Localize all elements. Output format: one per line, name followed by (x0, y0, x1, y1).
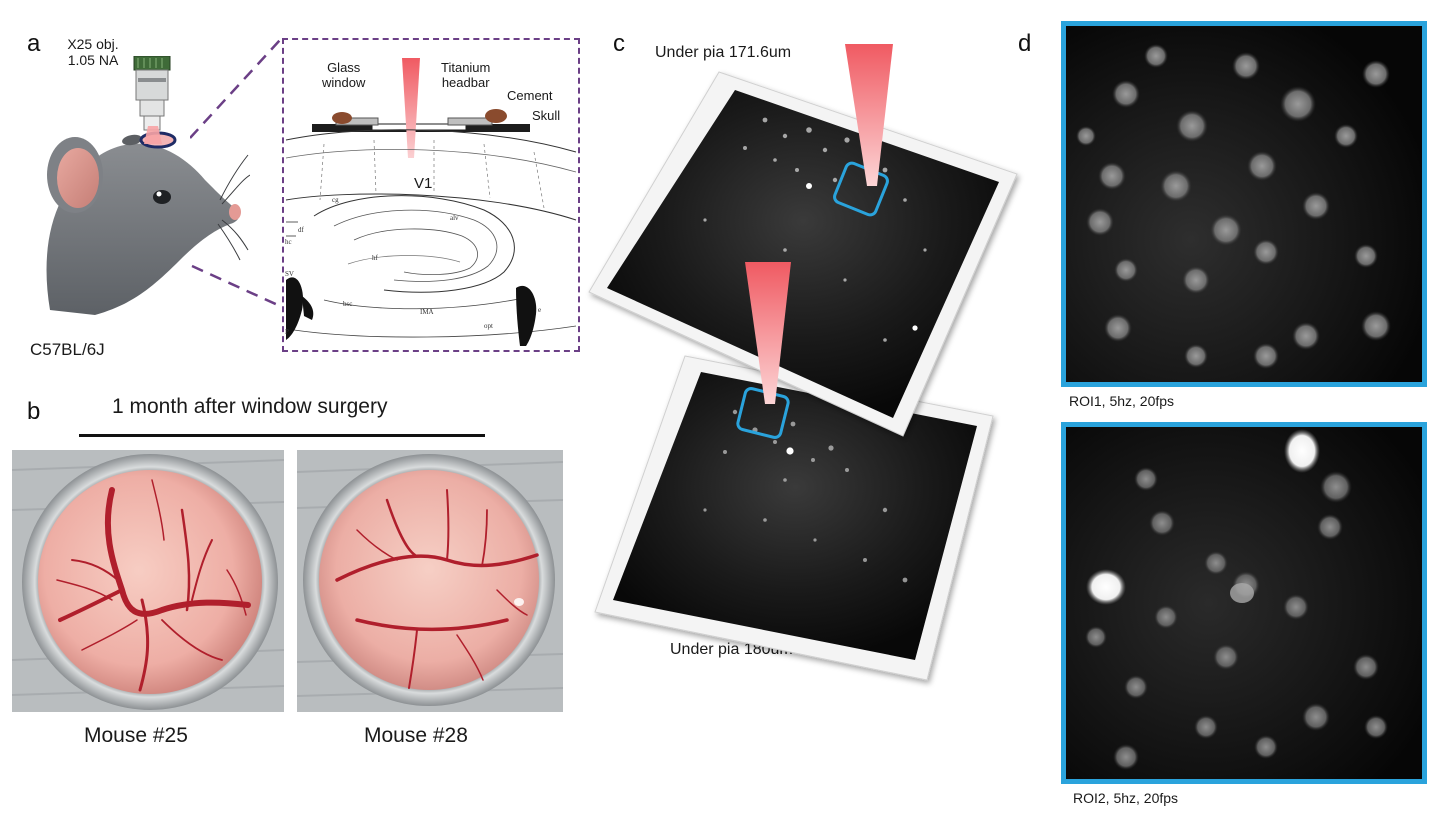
top-imaging-field (607, 90, 999, 418)
titanium-line1: Titanium (441, 60, 491, 75)
inset-connector-lines (190, 39, 281, 308)
laser-beam-icon (144, 126, 162, 144)
bottom-imaging-field (613, 372, 977, 660)
objective-na: 1.05 NA (67, 52, 119, 68)
inset-panel (282, 38, 580, 352)
cement-label: Cement (507, 88, 553, 103)
titanium-line2: headbar (441, 75, 490, 90)
panel-b-title-rule (79, 434, 485, 437)
objective-label: X25 obj. 1.05 NA (58, 36, 128, 68)
atlas-label: P (285, 328, 289, 336)
top-depth-label: Under pia 171.6um (655, 44, 792, 61)
panel-letter-d: d (1018, 30, 1032, 57)
roi2-caption: ROI2, 5hz, 20fps (1073, 790, 1179, 806)
top-field-cells (703, 117, 927, 342)
glass-window-line1: Glass (327, 60, 361, 75)
caption-mouse-28: Mouse #28 (364, 724, 468, 747)
atlas-label: alv (450, 214, 459, 222)
brain-atlas-drawing (285, 58, 577, 346)
strain-label: C57BL/6J (30, 340, 105, 359)
mouse-head-icon (46, 131, 250, 315)
window-photo-mouse-28 (297, 450, 563, 712)
window-photo-mouse-25 (12, 450, 284, 712)
atlas-label: bsc (343, 300, 353, 308)
glass-window-line2: window (322, 75, 366, 90)
top-laser-beam (845, 44, 893, 186)
atlas-label: cg (332, 196, 339, 204)
panel-letter-b: b (27, 398, 41, 425)
bottom-laser-beam (745, 262, 791, 404)
atlas-label: hf (372, 254, 378, 262)
atlas-label: hc (285, 238, 292, 246)
panel-letter-c: c (613, 30, 625, 57)
bottom-field-cells (703, 409, 908, 583)
roi1-image (1061, 21, 1427, 387)
caption-mouse-25: Mouse #25 (84, 724, 188, 747)
skull-label: Skull (532, 108, 561, 123)
atlas-label: df (298, 226, 304, 234)
objective-magnification: X25 obj. (67, 36, 119, 52)
panel-b-title: 1 month after window surgery (112, 395, 388, 418)
titanium-headbar-label: Titanium headbar (441, 60, 490, 90)
atlas-label: e (538, 306, 542, 314)
two-photon-stack (588, 44, 1018, 681)
atlas-label: IMA (420, 308, 434, 316)
v1-region-label: V1 (414, 175, 433, 192)
atlas-label: opt (484, 322, 493, 330)
panel-letter-a: a (27, 30, 41, 57)
roi2-image (1061, 422, 1427, 784)
atlas-label: SV (285, 270, 294, 278)
glass-window-label: Glass window (322, 60, 365, 90)
roi1-caption: ROI1, 5hz, 20fps (1069, 393, 1175, 409)
